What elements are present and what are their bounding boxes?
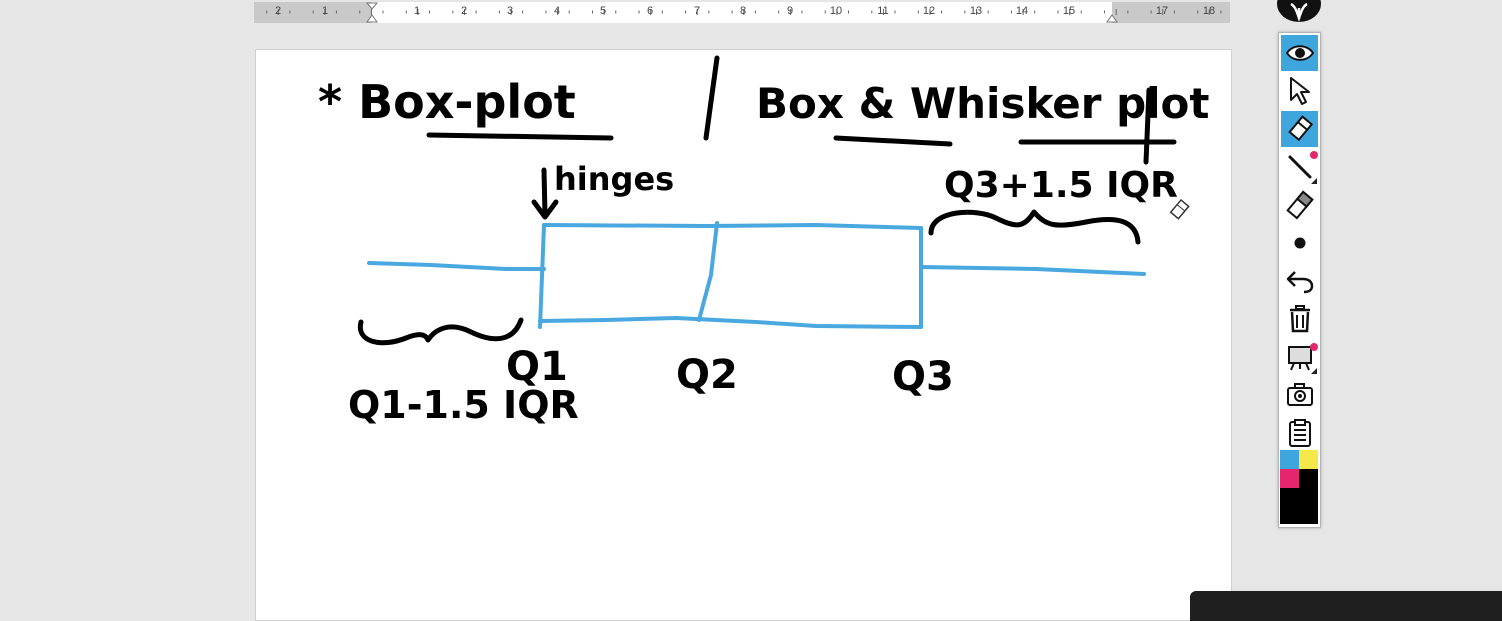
eye-icon (1285, 45, 1314, 61)
clipboard-icon (1288, 419, 1311, 447)
color-swatch-blue[interactable] (1280, 450, 1299, 469)
pen-tool-button[interactable] (1281, 149, 1318, 185)
lower-brace (357, 317, 524, 346)
logo-icon (1290, 2, 1308, 22)
upper-whisker (919, 265, 1146, 276)
document-page[interactable]: * Box-plot Box & Whisker plot hinges Q3+… (255, 49, 1232, 621)
plot-stem (1143, 87, 1152, 165)
pointer-icon (1289, 77, 1310, 105)
ruler-number: 6 (646, 5, 654, 17)
ruler-number: 9 (786, 5, 794, 17)
horizontal-ruler[interactable]: 2 1 1 2 3 4 5 6 7 8 9 10 11 12 13 14 15 … (254, 2, 1230, 23)
eraser-icon (1285, 190, 1314, 220)
color-swatch-black[interactable] (1299, 469, 1318, 488)
ink-drawing: * Box-plot Box & Whisker plot hinges Q3+… (318, 55, 1209, 427)
ruler-number: 15 (1062, 5, 1076, 17)
ruler-number: 8 (739, 5, 747, 17)
ruler-number: 1 (321, 5, 329, 17)
slash-stroke (703, 55, 720, 141)
copy-button[interactable] (1281, 415, 1318, 451)
right-indent-marker[interactable] (1106, 12, 1118, 24)
ruler-number: 7 (693, 5, 701, 17)
ruler-number: 11 (877, 5, 889, 17)
highlighter-cursor-icon (1169, 198, 1190, 220)
q2-text: Q2 (676, 352, 738, 398)
camera-icon (1286, 383, 1313, 406)
ruler-number: 2 (460, 5, 468, 17)
taskbar-popup[interactable] (1190, 591, 1502, 621)
title-underline (833, 135, 953, 147)
eraser-tool-button[interactable] (1281, 187, 1318, 223)
clear-button[interactable] (1281, 301, 1318, 337)
ruler-ticks (266, 9, 1222, 15)
annotation-toolbar (1278, 32, 1321, 528)
title-underline (426, 132, 614, 141)
eye-tool-button[interactable] (1281, 35, 1318, 71)
box-left-edge (538, 223, 546, 329)
ruler-margin-right (1112, 2, 1230, 23)
ruler-number: 14 (1015, 5, 1029, 17)
median-line (697, 221, 719, 322)
ruler-number: 1 (413, 5, 421, 17)
lower-fence-text: Q1-1.5 IQR (348, 383, 579, 427)
q3-text: Q3 (892, 354, 954, 400)
lower-whisker (367, 261, 546, 271)
color-swatch-yellow[interactable] (1299, 450, 1318, 469)
ruler-number: 17 (1155, 5, 1169, 17)
screenshot-button[interactable] (1281, 377, 1318, 413)
expand-indicator (1311, 178, 1317, 184)
box-top-edge (542, 223, 923, 230)
current-color-preview (1280, 488, 1318, 524)
board-icon (1287, 346, 1312, 371)
upper-fence-text: Q3+1.5 IQR (944, 165, 1178, 206)
box-bottom-edge (538, 316, 923, 329)
ruler-number: 10 (829, 5, 843, 17)
ruler-number: 3 (506, 5, 514, 17)
pointer-tool-button[interactable] (1281, 73, 1318, 109)
upper-brace (928, 209, 1141, 245)
board-color-indicator (1310, 343, 1318, 351)
ruler-number: 13 (969, 5, 983, 17)
title-right-text: Box & Whisker plot (756, 79, 1209, 128)
whiteboard-button[interactable] (1281, 339, 1318, 375)
title-left-text: * Box-plot (318, 75, 576, 129)
hinges-text: hinges (554, 160, 674, 198)
first-line-indent-marker[interactable] (366, 2, 378, 27)
hinges-arrow (531, 167, 559, 220)
ruler-number: 2 (274, 5, 282, 17)
ruler-number: 18 (1202, 5, 1216, 17)
undo-icon (1286, 271, 1313, 294)
ruler-number: 4 (553, 5, 561, 17)
pen-color-indicator (1310, 151, 1318, 159)
highlighter-icon (1287, 115, 1313, 142)
q1-text: Q1 (506, 344, 568, 390)
ruler-number: 5 (599, 5, 607, 17)
color-swatch-pink[interactable] (1280, 469, 1299, 488)
stroke-size-button[interactable] (1281, 225, 1318, 261)
highlighter-tool-button[interactable] (1281, 111, 1318, 147)
pen-icon (1288, 155, 1311, 179)
app-logo[interactable] (1277, 0, 1321, 22)
undo-button[interactable] (1281, 263, 1318, 299)
dot-icon (1294, 237, 1305, 249)
expand-indicator (1311, 368, 1317, 374)
ruler-number: 12 (922, 5, 936, 17)
trash-icon (1289, 305, 1310, 333)
